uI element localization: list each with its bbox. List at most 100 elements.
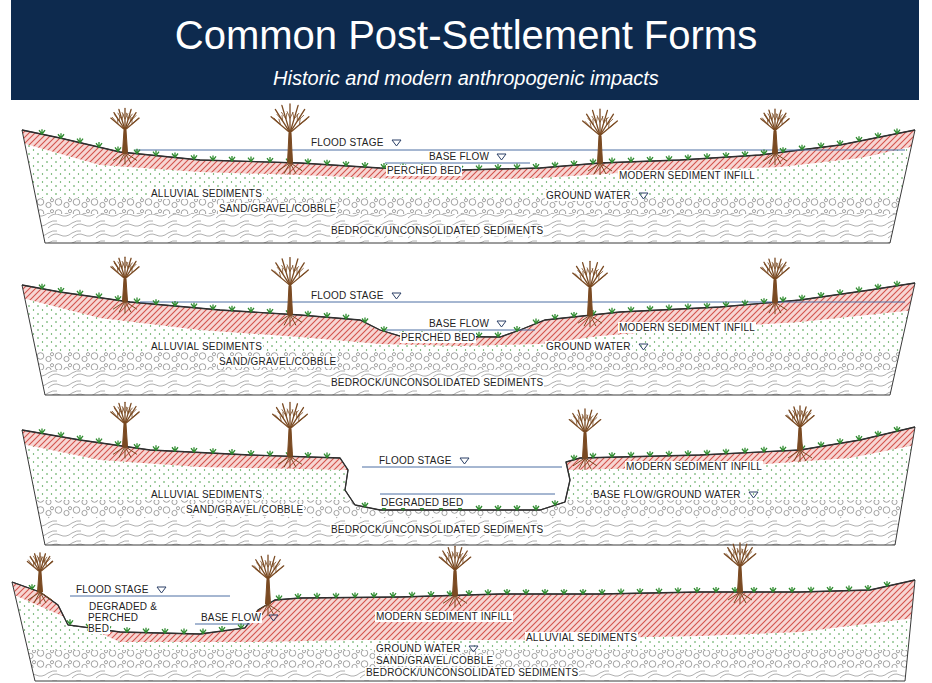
tree-branch (448, 548, 455, 571)
tree-twig (287, 111, 290, 118)
tree-root (455, 595, 456, 607)
tree-twig (297, 268, 304, 274)
grass-tuft (381, 326, 387, 331)
layer-label: FLOOD STAGE (75, 584, 150, 595)
ground-surface (22, 130, 915, 170)
grass-tuft (229, 156, 235, 161)
tree-twig (585, 121, 591, 128)
grass-tuft (248, 307, 254, 312)
grass-tuft (362, 502, 368, 507)
grass-tuft (352, 592, 358, 597)
tree-branch (290, 270, 308, 285)
grass-tuft (124, 627, 130, 632)
tree-root (284, 456, 290, 467)
tree-twig (293, 112, 294, 119)
grass-tuft (210, 304, 216, 309)
tree-root (34, 592, 40, 603)
grass-tuft (656, 588, 662, 593)
tree-twig (592, 268, 594, 275)
grass-tuft (58, 287, 64, 292)
grass-tuft (305, 159, 311, 164)
tree-twig (585, 415, 588, 421)
label-group: FLOOD STAGE (310, 137, 402, 148)
water-level-symbol (459, 457, 470, 465)
tree-twig (728, 550, 733, 557)
tree-twig (131, 264, 137, 270)
layer-label: ALLUVIAL SEDIMENTS (150, 341, 263, 352)
grass-tuft (571, 312, 577, 317)
layer-label: BEDROCK/UNCONSOLIDATED SEDIMENTS (330, 377, 544, 388)
label-group: FLOOD STAGE (75, 584, 167, 595)
tree-branch (119, 403, 125, 424)
tree-root (40, 592, 52, 600)
bedrock-layer (0, 517, 932, 547)
tree-twig (290, 410, 293, 416)
grass-tuft (229, 306, 235, 311)
water-level-triangle (157, 587, 166, 593)
grass-tuft (628, 157, 634, 162)
tree-branch (600, 114, 613, 135)
tree-twig (132, 267, 139, 273)
tree-twig (609, 122, 616, 128)
grass-tuft (324, 453, 330, 458)
grass-tuft (58, 133, 64, 138)
tree-twig (273, 562, 275, 569)
grass-tuft (637, 588, 643, 593)
grass-tuft (333, 593, 339, 598)
tree-twig (274, 118, 281, 125)
tree-branch (277, 408, 290, 429)
tree-root (775, 153, 776, 165)
tree-twig (299, 118, 301, 125)
tree-root (290, 163, 291, 175)
tree-twig (740, 549, 743, 555)
tree-twig (131, 115, 137, 121)
grass-tuft (694, 587, 700, 592)
alluvial-layer (0, 278, 932, 352)
grass-tuft (495, 505, 501, 510)
tree-twig (40, 556, 43, 562)
tree-twig (125, 262, 128, 268)
tree-twig (590, 269, 593, 275)
grass-tuft (39, 284, 45, 289)
tree-twig (776, 262, 778, 269)
label-group: BEDROCK/UNCONSOLIDATED SEDIMENTS (365, 667, 579, 678)
grass-tuft (466, 590, 472, 595)
tree-twig (608, 121, 609, 128)
tree-trunk (773, 280, 778, 303)
grass-tuft (837, 438, 843, 443)
grass-tuft (172, 446, 178, 451)
cross-section-panel (0, 402, 932, 547)
tree-twig (114, 114, 119, 121)
tree-twig (274, 271, 281, 278)
tree-twig (768, 113, 772, 120)
grass-tuft (666, 451, 672, 456)
grass-tuft (552, 500, 558, 505)
grass-tuft (295, 593, 301, 598)
tree-twig (732, 549, 736, 556)
water-level-symbol (638, 192, 649, 200)
grass-tuft (181, 629, 187, 634)
tree-root (585, 458, 586, 470)
tree-root (590, 315, 602, 323)
layer-label: SAND/GRAVEL/COBBLE (185, 504, 304, 515)
label-group: BEDROCK/UNCONSOLIDATED SEDIMENTS (330, 377, 544, 388)
tree-root (125, 446, 126, 458)
tree-branch (290, 117, 309, 133)
tree-root (585, 458, 597, 466)
grass-tuft (314, 593, 320, 598)
layer-label: SAND/GRAVEL/COBBLE (375, 655, 494, 666)
tree-twig (782, 119, 789, 125)
ground-surface (22, 283, 915, 337)
tree-twig (132, 118, 139, 124)
tree-twig (299, 416, 306, 422)
tree-branch (282, 259, 290, 285)
grass-tuft (523, 589, 529, 594)
tree-twig (131, 411, 132, 418)
grass-tuft (362, 162, 368, 167)
tree-root (740, 592, 752, 600)
grass-tuft (533, 319, 539, 324)
label-group: BASE FLOW/GROUND WATER (592, 489, 759, 500)
tree-twig (126, 113, 128, 120)
tree-twig (277, 114, 283, 121)
tree-twig (602, 116, 604, 123)
